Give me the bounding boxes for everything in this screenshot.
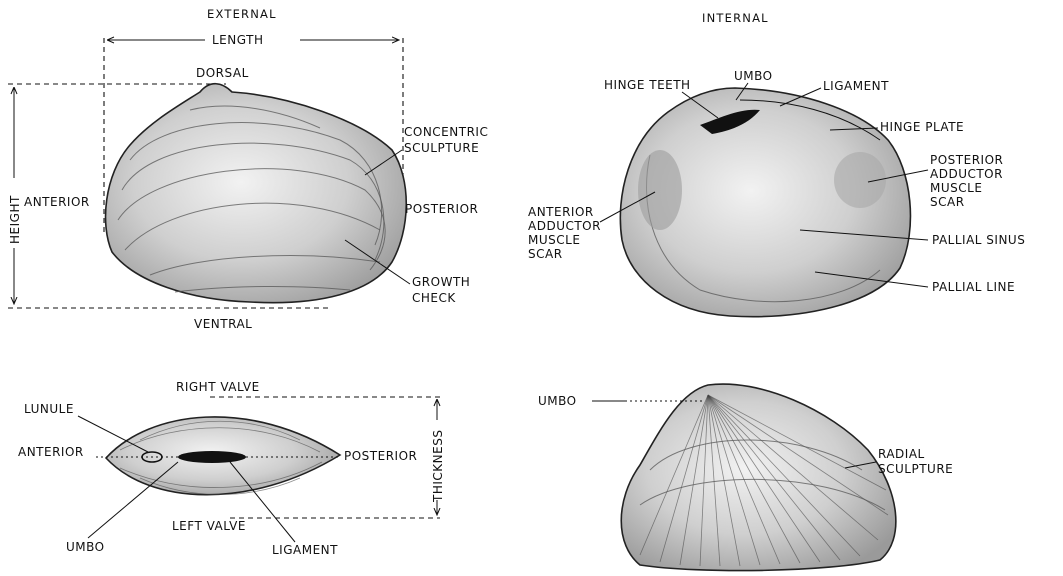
internal-umbo-label: UMBO: [734, 69, 773, 83]
height-label: HEIGHT: [8, 195, 22, 244]
pallial-line-label: PALLIAL LINE: [932, 280, 1015, 294]
internal-title: INTERNAL: [702, 11, 769, 25]
radial-view: UMBO RADIAL SCULPTURE: [538, 384, 953, 571]
external-anterior-label: ANTERIOR: [24, 195, 90, 209]
growth-check-line2: CHECK: [412, 291, 456, 305]
top-view: THICKNESS RIGHT VALVE LUNULE ANTERIOR PO…: [18, 380, 445, 557]
pallial-sinus-label: PALLIAL SINUS: [932, 233, 1025, 247]
radial-umbo-label: UMBO: [538, 394, 577, 408]
right-valve-label: RIGHT VALVE: [176, 380, 260, 394]
concentric-sculpture-line2: SCULPTURE: [404, 141, 479, 155]
thickness-label: THICKNESS: [431, 430, 445, 503]
anterior-adductor-line2: ADDUCTOR: [528, 219, 601, 233]
anterior-adductor-line4: SCAR: [528, 247, 563, 261]
external-title: EXTERNAL: [207, 7, 277, 21]
external-posterior-label: POSTERIOR: [405, 202, 478, 216]
growth-check-line1: GROWTH: [412, 275, 470, 289]
posterior-adductor-line3: MUSCLE: [930, 181, 982, 195]
posterior-adductor-line2: ADDUCTOR: [930, 167, 1003, 181]
lunule-label: LUNULE: [24, 402, 74, 416]
internal-view: INTERNAL HINGE TEETH UMBO LIGAMENT HINGE…: [528, 11, 1025, 317]
top-ligament-label: LIGAMENT: [272, 543, 338, 557]
hinge-plate-label: HINGE PLATE: [880, 120, 964, 134]
radial-sculpture-line1: RADIAL: [878, 447, 925, 461]
internal-ligament-label: LIGAMENT: [823, 79, 889, 93]
top-umbo-label: UMBO: [66, 540, 105, 554]
radial-shell: [621, 384, 896, 571]
posterior-adductor-line1: POSTERIOR: [930, 153, 1003, 167]
ventral-label: VENTRAL: [194, 317, 252, 331]
concentric-sculpture-line1: CONCENTRIC: [404, 125, 488, 139]
left-valve-label: LEFT VALVE: [172, 519, 246, 533]
external-view: EXTERNAL LENGTH HEIGHT DORSAL ANTERIOR P…: [8, 7, 488, 331]
dorsal-label: DORSAL: [196, 66, 249, 80]
anterior-adductor-scar: [638, 150, 682, 230]
hinge-teeth-label: HINGE TEETH: [604, 78, 691, 92]
posterior-adductor-line4: SCAR: [930, 195, 965, 209]
anterior-adductor-line1: ANTERIOR: [528, 205, 594, 219]
length-label: LENGTH: [212, 33, 263, 47]
top-posterior-label: POSTERIOR: [344, 449, 417, 463]
anterior-adductor-line3: MUSCLE: [528, 233, 580, 247]
top-anterior-label: ANTERIOR: [18, 445, 84, 459]
radial-sculpture-line2: SCULPTURE: [878, 462, 953, 476]
